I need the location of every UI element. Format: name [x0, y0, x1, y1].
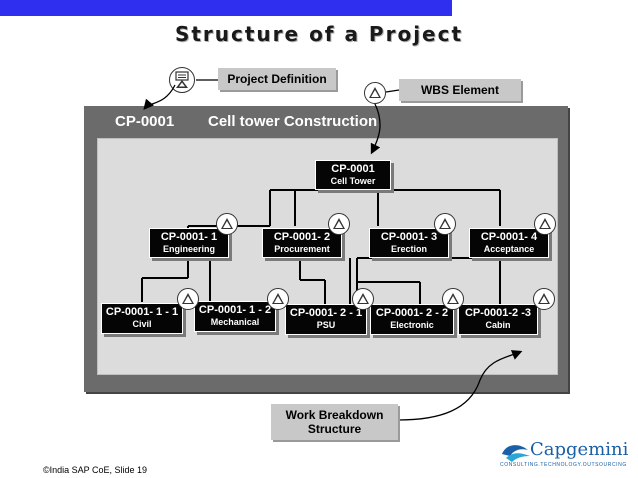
wbs-node-civil[interactable]: CP-0001- 1 - 1 Civil — [101, 303, 183, 334]
wbs-node-engineering[interactable]: CP-0001- 1 Engineering — [149, 228, 229, 258]
wbs-element-icon — [442, 288, 464, 310]
wbs-element-icon — [328, 213, 350, 235]
node-code: CP-0001-2 -3 — [464, 307, 532, 319]
wbs-element-icon — [216, 213, 238, 235]
slide-title: Structure of a Project — [174, 22, 464, 46]
wbs-element-icon — [177, 288, 199, 310]
node-code: CP-0001- 3 — [380, 231, 438, 243]
wbs-node-mechanical[interactable]: CP-0001- 1 - 2 Mechanical — [194, 301, 276, 332]
node-desc: Civil — [132, 319, 152, 329]
node-desc: Electronic — [390, 320, 434, 330]
wbs-node-electronic[interactable]: CP-0001- 2 - 2 Electronic — [370, 304, 454, 335]
capgemini-logo-icon — [502, 445, 530, 462]
node-desc: Erection — [390, 244, 427, 254]
node-desc: Acceptance — [483, 244, 535, 254]
node-desc: Cell Tower — [330, 176, 376, 186]
node-desc: Procurement — [274, 244, 330, 254]
node-code: CP-0001 — [331, 163, 375, 175]
wbs-node-erection[interactable]: CP-0001- 3 Erection — [369, 228, 449, 258]
node-desc: Engineering — [162, 244, 215, 254]
project-definition-label: Project Definition — [218, 68, 336, 90]
project-name: Cell tower Construction — [208, 113, 378, 130]
top-accent-bar — [0, 0, 452, 16]
node-desc: PSU — [316, 320, 336, 330]
work-breakdown-structure-label: Work Breakdown Structure — [271, 404, 398, 440]
wbs-node-cabin[interactable]: CP-0001-2 -3 Cabin — [458, 304, 538, 335]
wbs-node-psu[interactable]: CP-0001- 2 - 1 PSU — [285, 304, 367, 335]
logo-wordmark: Capgemini — [530, 439, 629, 460]
wbs-element-label: WBS Element — [399, 79, 521, 101]
wbs-structure-line1: Work Breakdown — [285, 408, 384, 422]
slide-footer: ©India SAP CoE, Slide 19 — [43, 465, 148, 475]
wbs-node-procurement[interactable]: CP-0001- 2 Procurement — [262, 228, 342, 258]
wbs-element-icon — [434, 213, 456, 235]
node-code: CP-0001- 1 — [160, 231, 218, 243]
node-code: CP-0001- 1 - 2 — [198, 304, 272, 316]
project-code: CP-0001 — [115, 113, 175, 130]
node-code: CP-0001- 2 - 1 — [289, 307, 363, 319]
logo-tagline: CONSULTING.TECHNOLOGY.OUTSOURCING — [500, 462, 627, 468]
wbs-node-acceptance[interactable]: CP-0001- 4 Acceptance — [469, 228, 549, 258]
wbs-node-root[interactable]: CP-0001 Cell Tower — [315, 160, 391, 190]
wbs-element-icon — [267, 288, 289, 310]
wbs-element-icon — [352, 288, 374, 310]
node-code: CP-0001- 2 - 2 — [375, 307, 449, 319]
wbs-structure-line2: Structure — [307, 422, 362, 436]
node-code: CP-0001- 4 — [480, 231, 538, 243]
wbs-element-icon — [534, 213, 556, 235]
wbs-element-icon — [364, 82, 386, 104]
wbs-element-icon — [533, 288, 555, 310]
node-code: CP-0001- 1 - 1 — [105, 306, 179, 318]
node-desc: Mechanical — [210, 317, 260, 327]
node-code: CP-0001- 2 — [273, 231, 331, 243]
node-desc: Cabin — [485, 320, 511, 330]
